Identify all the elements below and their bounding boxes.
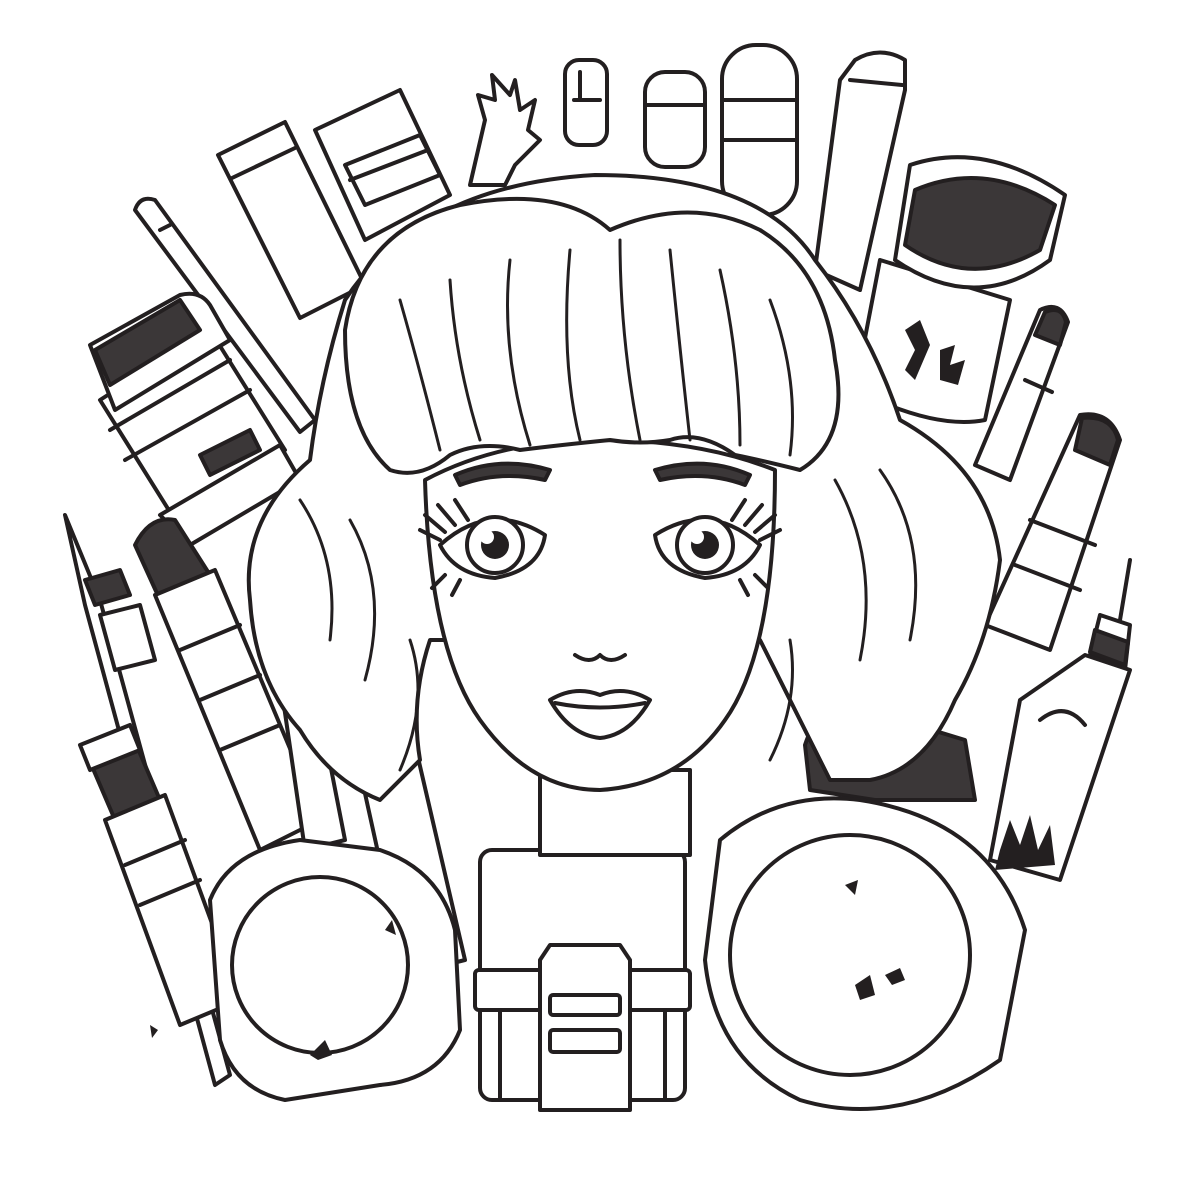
foundation-jar-icon <box>853 155 1067 424</box>
girl-figure-icon <box>246 173 1002 857</box>
left-mascara-icon <box>133 517 322 852</box>
lips <box>548 689 652 740</box>
left-eye <box>418 498 547 597</box>
small-bottle-icon <box>643 70 707 169</box>
dropper-bottle-icon <box>988 558 1132 882</box>
left-compact-mirror-icon <box>208 838 462 1102</box>
hair-bangs <box>343 196 841 475</box>
right-compact-mirror-icon <box>703 702 1027 1111</box>
flat-palette-box-icon <box>313 88 452 242</box>
concealer-stick-icon <box>813 50 907 292</box>
tall-tube-icon <box>720 43 799 217</box>
lipstick-tube-icon <box>563 58 609 147</box>
feather-brush-icon <box>468 73 542 187</box>
left-eyebrow <box>453 461 552 487</box>
makeup-palette-box-icon <box>473 848 692 1112</box>
eyeliner-pen-icon <box>973 305 1070 482</box>
right-eyebrow <box>653 461 752 487</box>
brush-pencil-icon <box>133 196 317 434</box>
nose <box>573 653 627 662</box>
mascara-tube-icon <box>983 412 1122 652</box>
right-eye <box>653 498 782 597</box>
